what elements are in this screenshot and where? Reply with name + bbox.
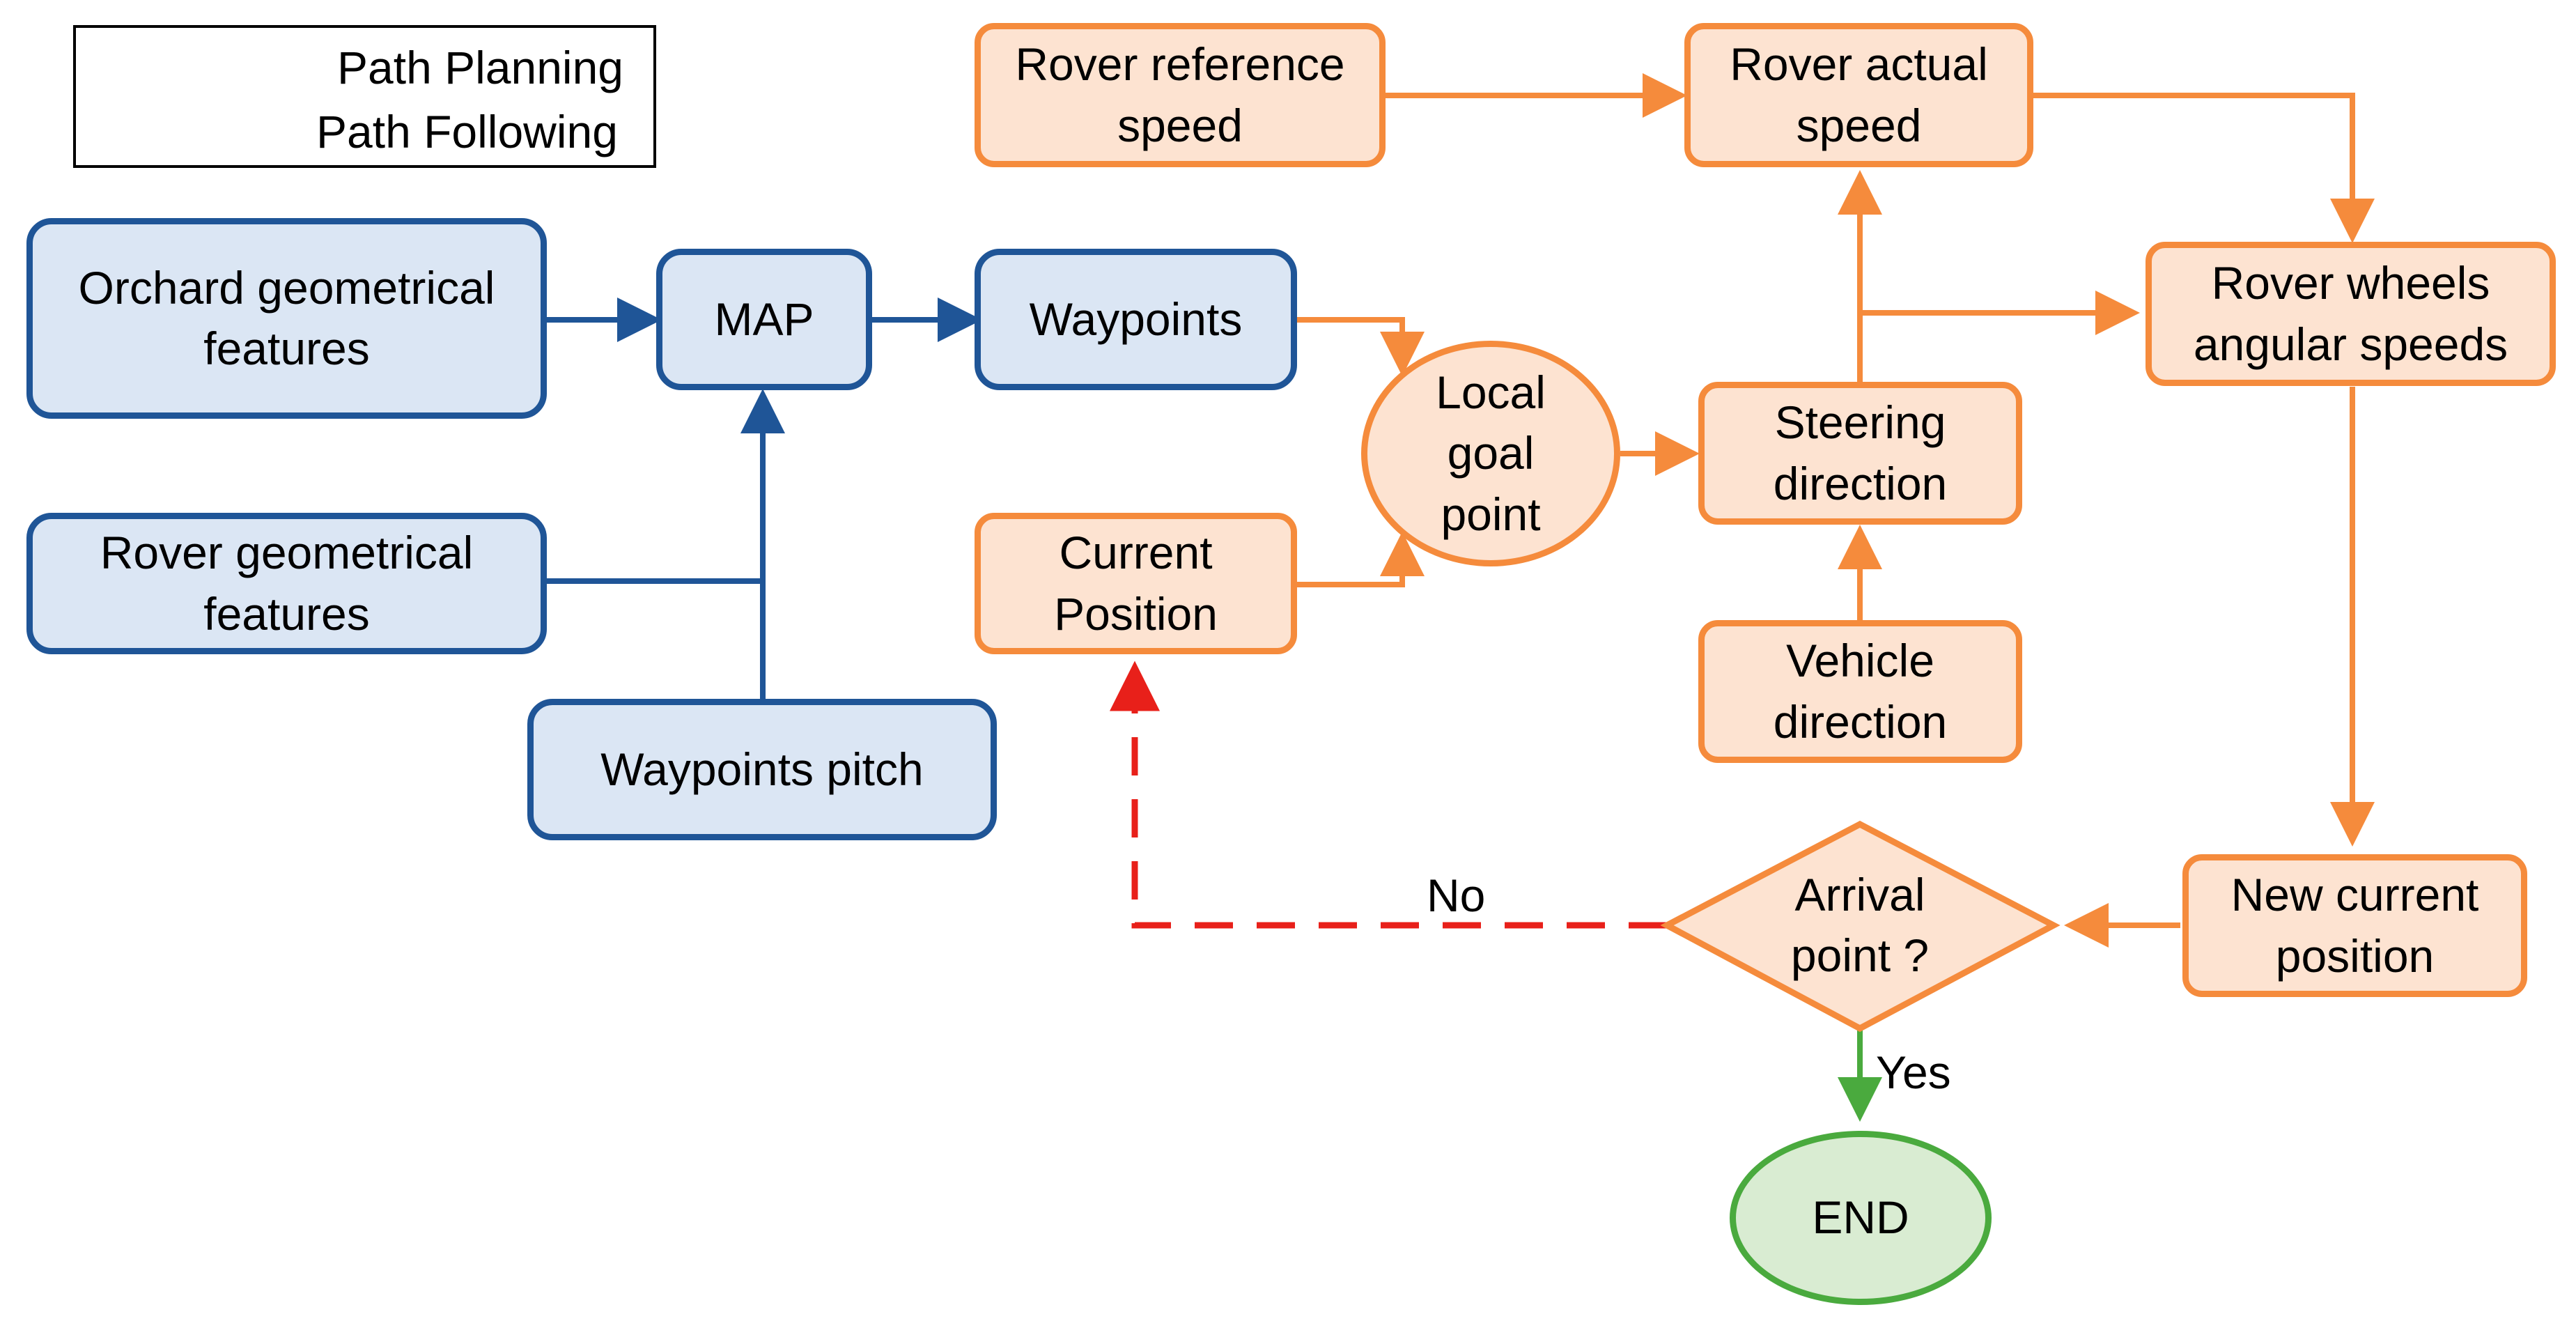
edge-no-to-current-position: [1110, 661, 1667, 929]
node-waypoints-pitch: Waypoints pitch: [527, 699, 997, 840]
node-rover-wheels-angular-speeds: Rover wheels angular speeds: [2146, 242, 2556, 386]
legend: Path Planning Path Following: [73, 25, 656, 168]
edge-label-no: No: [1427, 870, 1486, 921]
node-vehicle-direction: Vehicle direction: [1698, 620, 2022, 763]
legend-label-path-planning: Path Planning: [337, 42, 623, 93]
edge-label-yes: Yes: [1876, 1047, 1951, 1098]
node-end: END: [1730, 1131, 1992, 1305]
arrival-decision-shape: [1660, 820, 2061, 1033]
node-current-position: Current Position: [975, 513, 1297, 654]
edge-position-to-local-goal: [1297, 532, 1425, 587]
node-rover-reference-speed: Rover reference speed: [975, 23, 1386, 167]
node-rover-geometrical-features: Rover geometrical features: [26, 513, 547, 654]
node-arrival-point: Arrival point ?: [1790, 868, 1930, 981]
node-orchard-features: Orchard geometrical features: [26, 218, 547, 419]
edge-actual-to-wheels: [2032, 93, 2375, 243]
edge-rover-geom-to-map: [545, 389, 785, 584]
legend-label-path-following: Path Following: [316, 106, 618, 157]
node-new-current-position: New current position: [2182, 854, 2527, 997]
node-map: MAP: [656, 249, 872, 390]
edge-waypoints-to-local-goal: [1297, 317, 1425, 376]
node-steering-direction: Steering direction: [1698, 382, 2022, 525]
node-rover-actual-speed: Rover actual speed: [1684, 23, 2033, 167]
node-local-goal-point: Local goal point: [1361, 341, 1620, 566]
node-waypoints: Waypoints: [975, 249, 1297, 390]
